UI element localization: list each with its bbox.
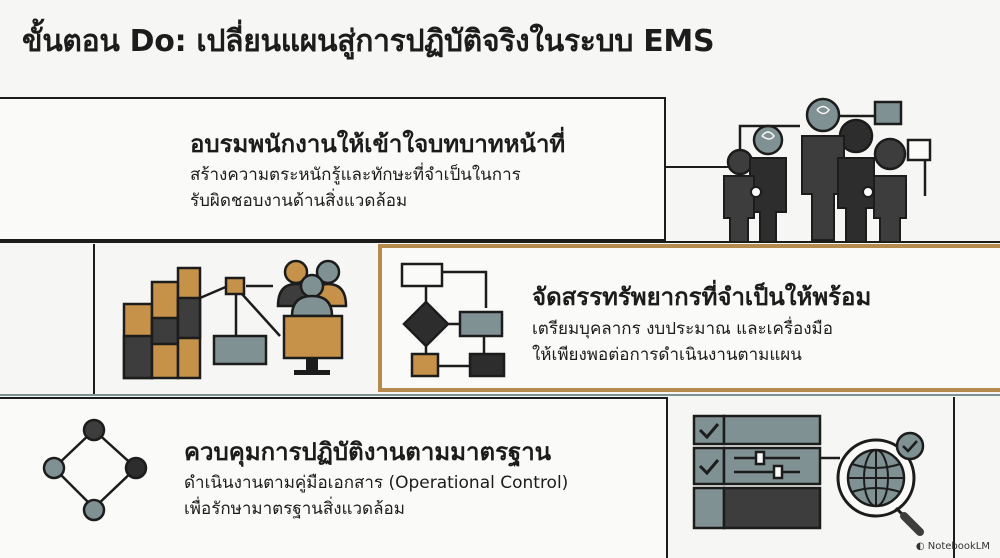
- flowchart-icon: [400, 262, 506, 378]
- section-control-line2: เพื่อรักษามาตรฐานสิ่งแวดล้อม: [184, 499, 405, 519]
- divider-line-1: [0, 241, 1000, 243]
- checklist-globe-icon: [692, 414, 925, 536]
- footer-brand: ◐ NotebookLM: [916, 541, 990, 552]
- section-resources-heading: จัดสรรทรัพยากรที่จำเป็นให้พร้อม: [532, 283, 872, 311]
- divider-line-2: [0, 394, 1000, 396]
- footer-brand-label: NotebookLM: [927, 541, 990, 552]
- section-training-line2: รับผิดชอบงานด้านสิ่งแวดล้อม: [190, 191, 408, 211]
- section-training-heading: อบรมพนักงานให้เข้าใจบทบาทหน้าที่: [190, 130, 566, 158]
- section-resources-line1: เตรียมบุคลากร งบประมาณ และเครื่องมือ: [532, 319, 833, 339]
- section-training-card: [0, 97, 666, 241]
- divider-vertical-left: [93, 244, 95, 394]
- section-control-card: [0, 397, 668, 558]
- section-resources-line2: ให้เพียงพอต่อการดำเนินงานตามแผน: [532, 345, 802, 365]
- divider-vertical-right: [953, 397, 955, 558]
- connector-line-training: [666, 166, 728, 168]
- section-control-heading: ควบคุมการปฏิบัติงานตามมาตรฐาน: [184, 438, 552, 466]
- bar-chart-people-monitor-icon: [122, 259, 348, 380]
- section-training-line1: สร้างความตระหนักรู้และทักษะที่จำเป็นในกา…: [190, 165, 521, 185]
- people-brain-icon: [723, 97, 932, 243]
- cycle-nodes-icon: [42, 418, 148, 522]
- page-title: ขั้นตอน Do: เปลี่ยนแผนสู่การปฏิบัติจริงใ…: [22, 24, 715, 59]
- section-control-line1: ดำเนินงานตามคู่มือเอกสาร (Operational Co…: [184, 473, 569, 493]
- notebooklm-logo-icon: ◐: [915, 541, 928, 552]
